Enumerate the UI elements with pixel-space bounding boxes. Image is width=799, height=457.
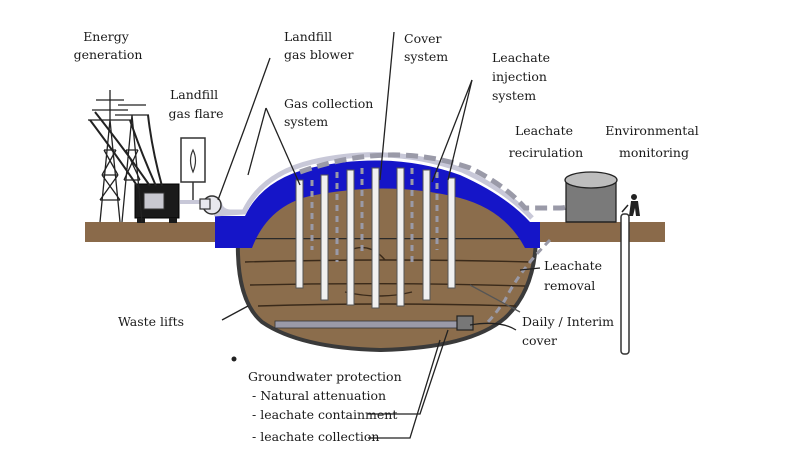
label-landfill-gas-flare: Landfill gas flare (168, 87, 223, 121)
monitoring-well (620, 213, 630, 355)
worker-icon (621, 194, 640, 216)
leader-lines (217, 31, 541, 439)
label-leachate-removal: Leachate removal (544, 258, 606, 293)
label-leachate-recirculation: Leachate recirulation (509, 123, 583, 160)
ground-right (535, 222, 665, 242)
power-cables (89, 111, 163, 191)
generator-icon (134, 183, 180, 223)
daily-cover-line (469, 284, 521, 313)
label-landfill-gas-blower: Landfill gas blower (284, 29, 353, 62)
leachate-recirculation-line (299, 152, 578, 211)
leachate-collection-pipe (274, 320, 461, 329)
label-environmental-monitoring: Environmental monitoring (605, 123, 703, 160)
label-groundwater-protection: Groundwater protection - Natural attenua… (248, 369, 406, 444)
flare-icon (180, 137, 206, 200)
injection-wells (310, 168, 439, 262)
leachate-removal-line (483, 238, 552, 327)
gas-wells (295, 167, 456, 309)
label-energy-generation: Energy generation (74, 29, 143, 62)
label-leachate-injection-system: Leachate injection system (492, 50, 554, 103)
groundwater-dot (231, 356, 237, 362)
blower-icon (199, 195, 222, 215)
waste-lift-lines (244, 246, 531, 307)
bottom-liner (235, 237, 538, 353)
transmission-tower-icon (88, 90, 149, 223)
tank-icon (564, 171, 618, 223)
label-cover-system: Cover system (404, 31, 448, 64)
ground-left (85, 222, 220, 242)
leachate-sump (456, 315, 474, 331)
label-waste-lifts: Waste lifts (118, 314, 184, 329)
label-daily-interim-cover: Daily / Interim cover (522, 314, 618, 348)
label-gas-collection-system: Gas collection system (284, 96, 377, 129)
